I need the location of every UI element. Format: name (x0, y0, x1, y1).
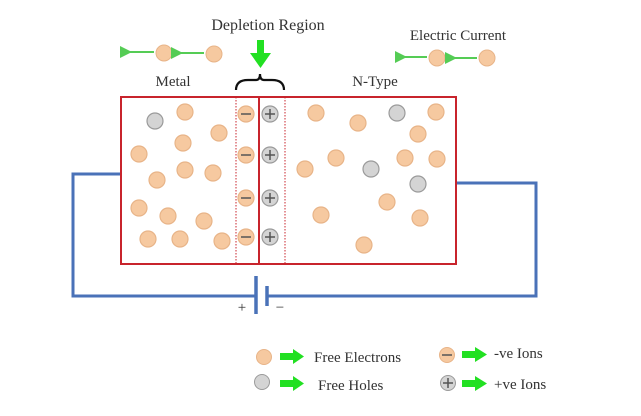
free-electron (174, 134, 192, 152)
legend-label: +ve Ions (494, 377, 546, 393)
free-electron (139, 230, 157, 248)
free-hole (146, 112, 164, 130)
free-hole (409, 175, 427, 193)
electric-current-label: Electric Current (410, 28, 507, 44)
legend-item-free-holes: Free Holes (254, 374, 384, 394)
free-electron (171, 230, 189, 248)
legend-arrow-icon (280, 376, 304, 391)
legend-label: Free Electrons (314, 350, 401, 366)
battery-icon (254, 276, 269, 314)
free-electron (312, 206, 330, 224)
legend-item-positive-ions: +ve Ions (440, 375, 546, 393)
free-hole (388, 104, 406, 122)
battery-plus-label: + (238, 300, 246, 316)
free-hole (362, 160, 380, 178)
free-electron (349, 114, 367, 132)
free-electron (130, 145, 148, 163)
electron-flow-left (120, 44, 223, 63)
legend: Free Electrons Free Holes -ve Ions +ve I… (254, 346, 546, 394)
electric-current-flow (395, 49, 496, 67)
depletion-region-label: Depletion Region (211, 17, 324, 34)
free-electron (411, 209, 429, 227)
brace-icon (234, 73, 286, 91)
circuit-wire (71, 172, 538, 298)
free-electron (378, 193, 396, 211)
legend-arrow-icon (280, 349, 304, 364)
free-electron (176, 161, 194, 179)
free-electron (210, 124, 228, 142)
legend-label: -ve Ions (494, 346, 543, 362)
free-electron (307, 104, 325, 122)
free-electron (296, 160, 314, 178)
legend-label: Free Holes (318, 378, 384, 394)
legend-item-negative-ions: -ve Ions (439, 346, 543, 363)
legend-arrow-icon (462, 347, 487, 362)
free-electron (130, 199, 148, 217)
legend-arrow-icon (462, 376, 487, 391)
legend-item-free-electrons: Free Electrons (256, 349, 401, 366)
free-electron (409, 125, 427, 143)
battery-minus-label: − (276, 300, 284, 316)
junction-box (120, 96, 457, 265)
free-electron (195, 212, 213, 230)
free-electron (327, 149, 345, 167)
free-electron (427, 103, 445, 121)
metal-label: Metal (156, 74, 191, 90)
free-electron (148, 171, 166, 189)
free-electron (396, 149, 414, 167)
free-electron (428, 150, 446, 168)
free-electron (204, 164, 222, 182)
free-electron (159, 207, 177, 225)
free-electron (176, 103, 194, 121)
free-electron (355, 236, 373, 254)
free-electron (213, 232, 231, 250)
depletion-arrow-icon (250, 40, 271, 68)
n-type-label: N-Type (352, 74, 398, 90)
